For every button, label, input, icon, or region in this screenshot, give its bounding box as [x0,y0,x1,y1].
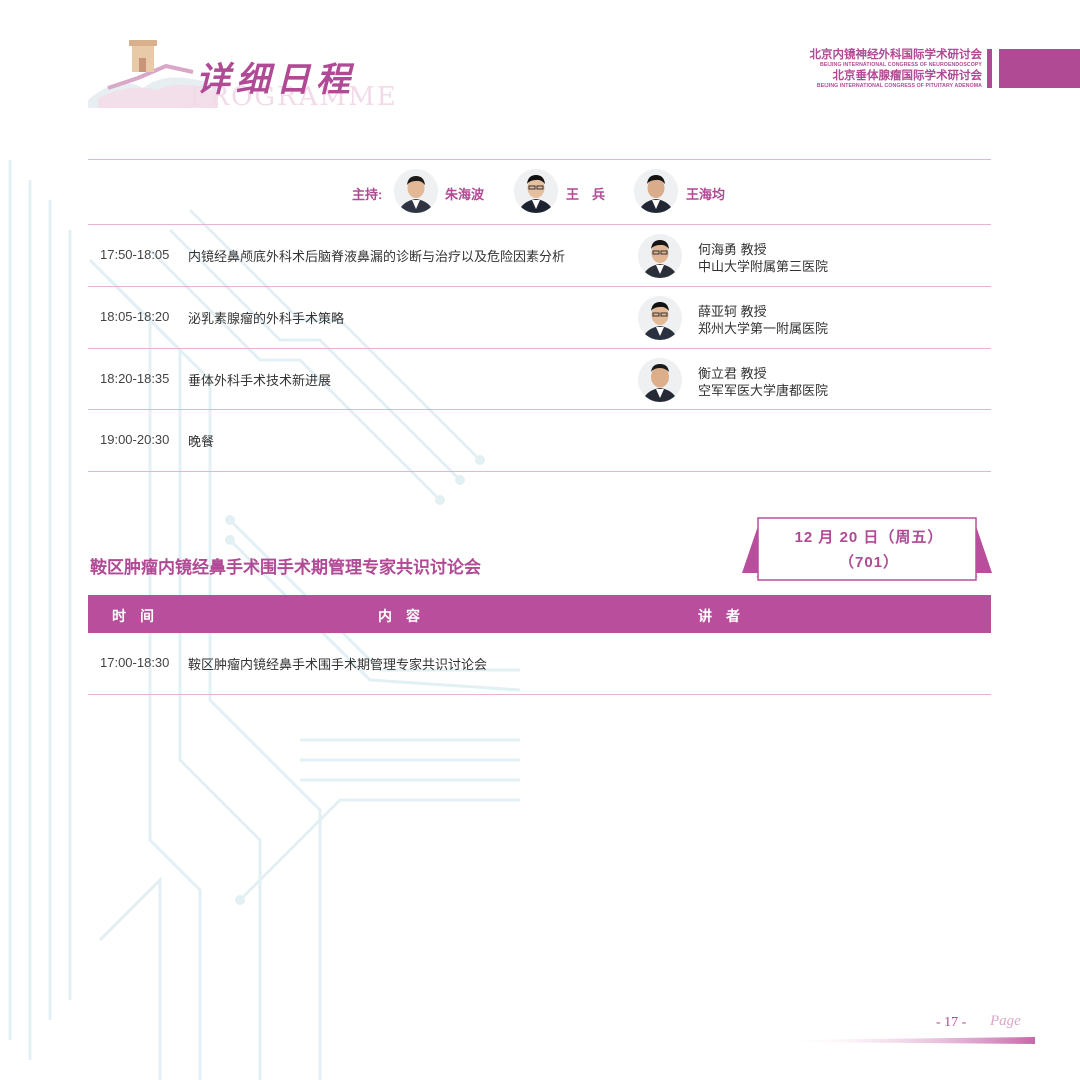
portrait-icon [634,169,678,213]
row-time: 17:00-18:30 [100,655,170,670]
footer-gradient-bar [790,1037,1035,1044]
page-title: 详细日程 [196,60,356,100]
conference-1-cn: 北京内镜神经外科国际学术研讨会 [809,49,983,61]
speaker-name: 衡立君 教授 [698,366,767,381]
host-name: 王 兵 [566,187,606,202]
table-rule [88,348,991,349]
portrait-icon [394,169,438,213]
table-rule [88,286,991,287]
table-row: 19:00-20:30 晚餐 [88,410,991,472]
row-topic: 晚餐 [188,434,215,449]
speaker-name: 何海勇 教授 [698,242,767,257]
speaker-name: 薛亚轲 教授 [698,304,767,319]
row-topic: 鞍区肿瘤内镜经鼻手术围手术期管理专家共识讨论会 [188,657,488,672]
host-name: 王海均 [686,187,726,202]
circuit-background-decoration [8,160,520,1080]
date-badge [742,517,992,581]
header-content: 内 容 [378,608,420,624]
session-title: 鞍区肿瘤内镜经鼻手术围手术期管理专家共识讨论会 [90,558,481,577]
portrait-icon [638,296,682,340]
conference-1-en: BEIJING INTERNATIONAL CONGRESS OF NEUROE… [820,62,982,68]
table-row: 17:50-18:05 内镜经鼻颅底外科术后脑脊液鼻漏的诊断与治疗以及危险因素分… [88,225,991,287]
table-header: 时 间 内 容 讲 者 [88,595,991,633]
portrait-icon [638,234,682,278]
table-rule [88,409,991,410]
row-time: 17:50-18:05 [100,247,170,262]
host-name: 朱海波 [445,187,485,202]
speaker-institution: 中山大学附属第三医院 [698,259,829,274]
host-label: 主持: [352,187,383,202]
table-rule [88,694,991,695]
row-time: 18:05-18:20 [100,309,170,324]
row-topic: 泌乳素腺瘤的外科手术策略 [188,311,345,326]
table-row: 18:05-18:20 泌乳素腺瘤的外科手术策略 薛亚轲 教授 郑州大学第一附属… [88,287,991,349]
table-rule [88,224,991,225]
page-label: Page [990,1013,1021,1029]
header-time: 时 间 [112,608,154,624]
row-topic: 垂体外科手术技术新进展 [188,373,332,388]
speaker-institution: 空军军医大学唐都医院 [698,383,829,398]
table-row: 18:20-18:35 垂体外科手术技术新进展 衡立君 教授 空军军医大学唐都医… [88,349,991,411]
page-subtitle: PROGRAMME [190,82,398,112]
header-speaker: 讲 者 [698,608,740,624]
host-row: 主持: 朱海波 王 兵 王海均 [88,160,991,224]
session-date: 12 月 20 日（周五） [794,529,944,546]
session-room: （701） [838,554,900,571]
speaker-institution: 郑州大学第一附属医院 [698,321,829,336]
header-accent-tab [999,49,1080,88]
conference-2-cn: 北京垂体腺瘤国际学术研讨会 [832,70,983,82]
portrait-icon [638,358,682,402]
portrait-icon [514,169,558,213]
row-topic: 内镜经鼻颅底外科术后脑脊液鼻漏的诊断与治疗以及危险因素分析 [188,249,566,264]
row-time: 18:20-18:35 [100,371,170,386]
conference-2-en: BEIJING INTERNATIONAL CONGRESS OF PITUIT… [816,83,982,89]
table-row: 17:00-18:30 鞍区肿瘤内镜经鼻手术围手术期管理专家共识讨论会 [88,633,991,695]
great-wall-illustration [88,40,218,108]
table-rule [88,159,991,160]
conference-name-block: 北京内镜神经外科国际学术研讨会 BEIJING INTERNATIONAL CO… [810,48,983,90]
row-time: 19:00-20:30 [100,432,170,447]
page-number: - 17 - [936,1015,967,1030]
table-rule [88,471,991,472]
header-accent-bar [987,49,992,88]
